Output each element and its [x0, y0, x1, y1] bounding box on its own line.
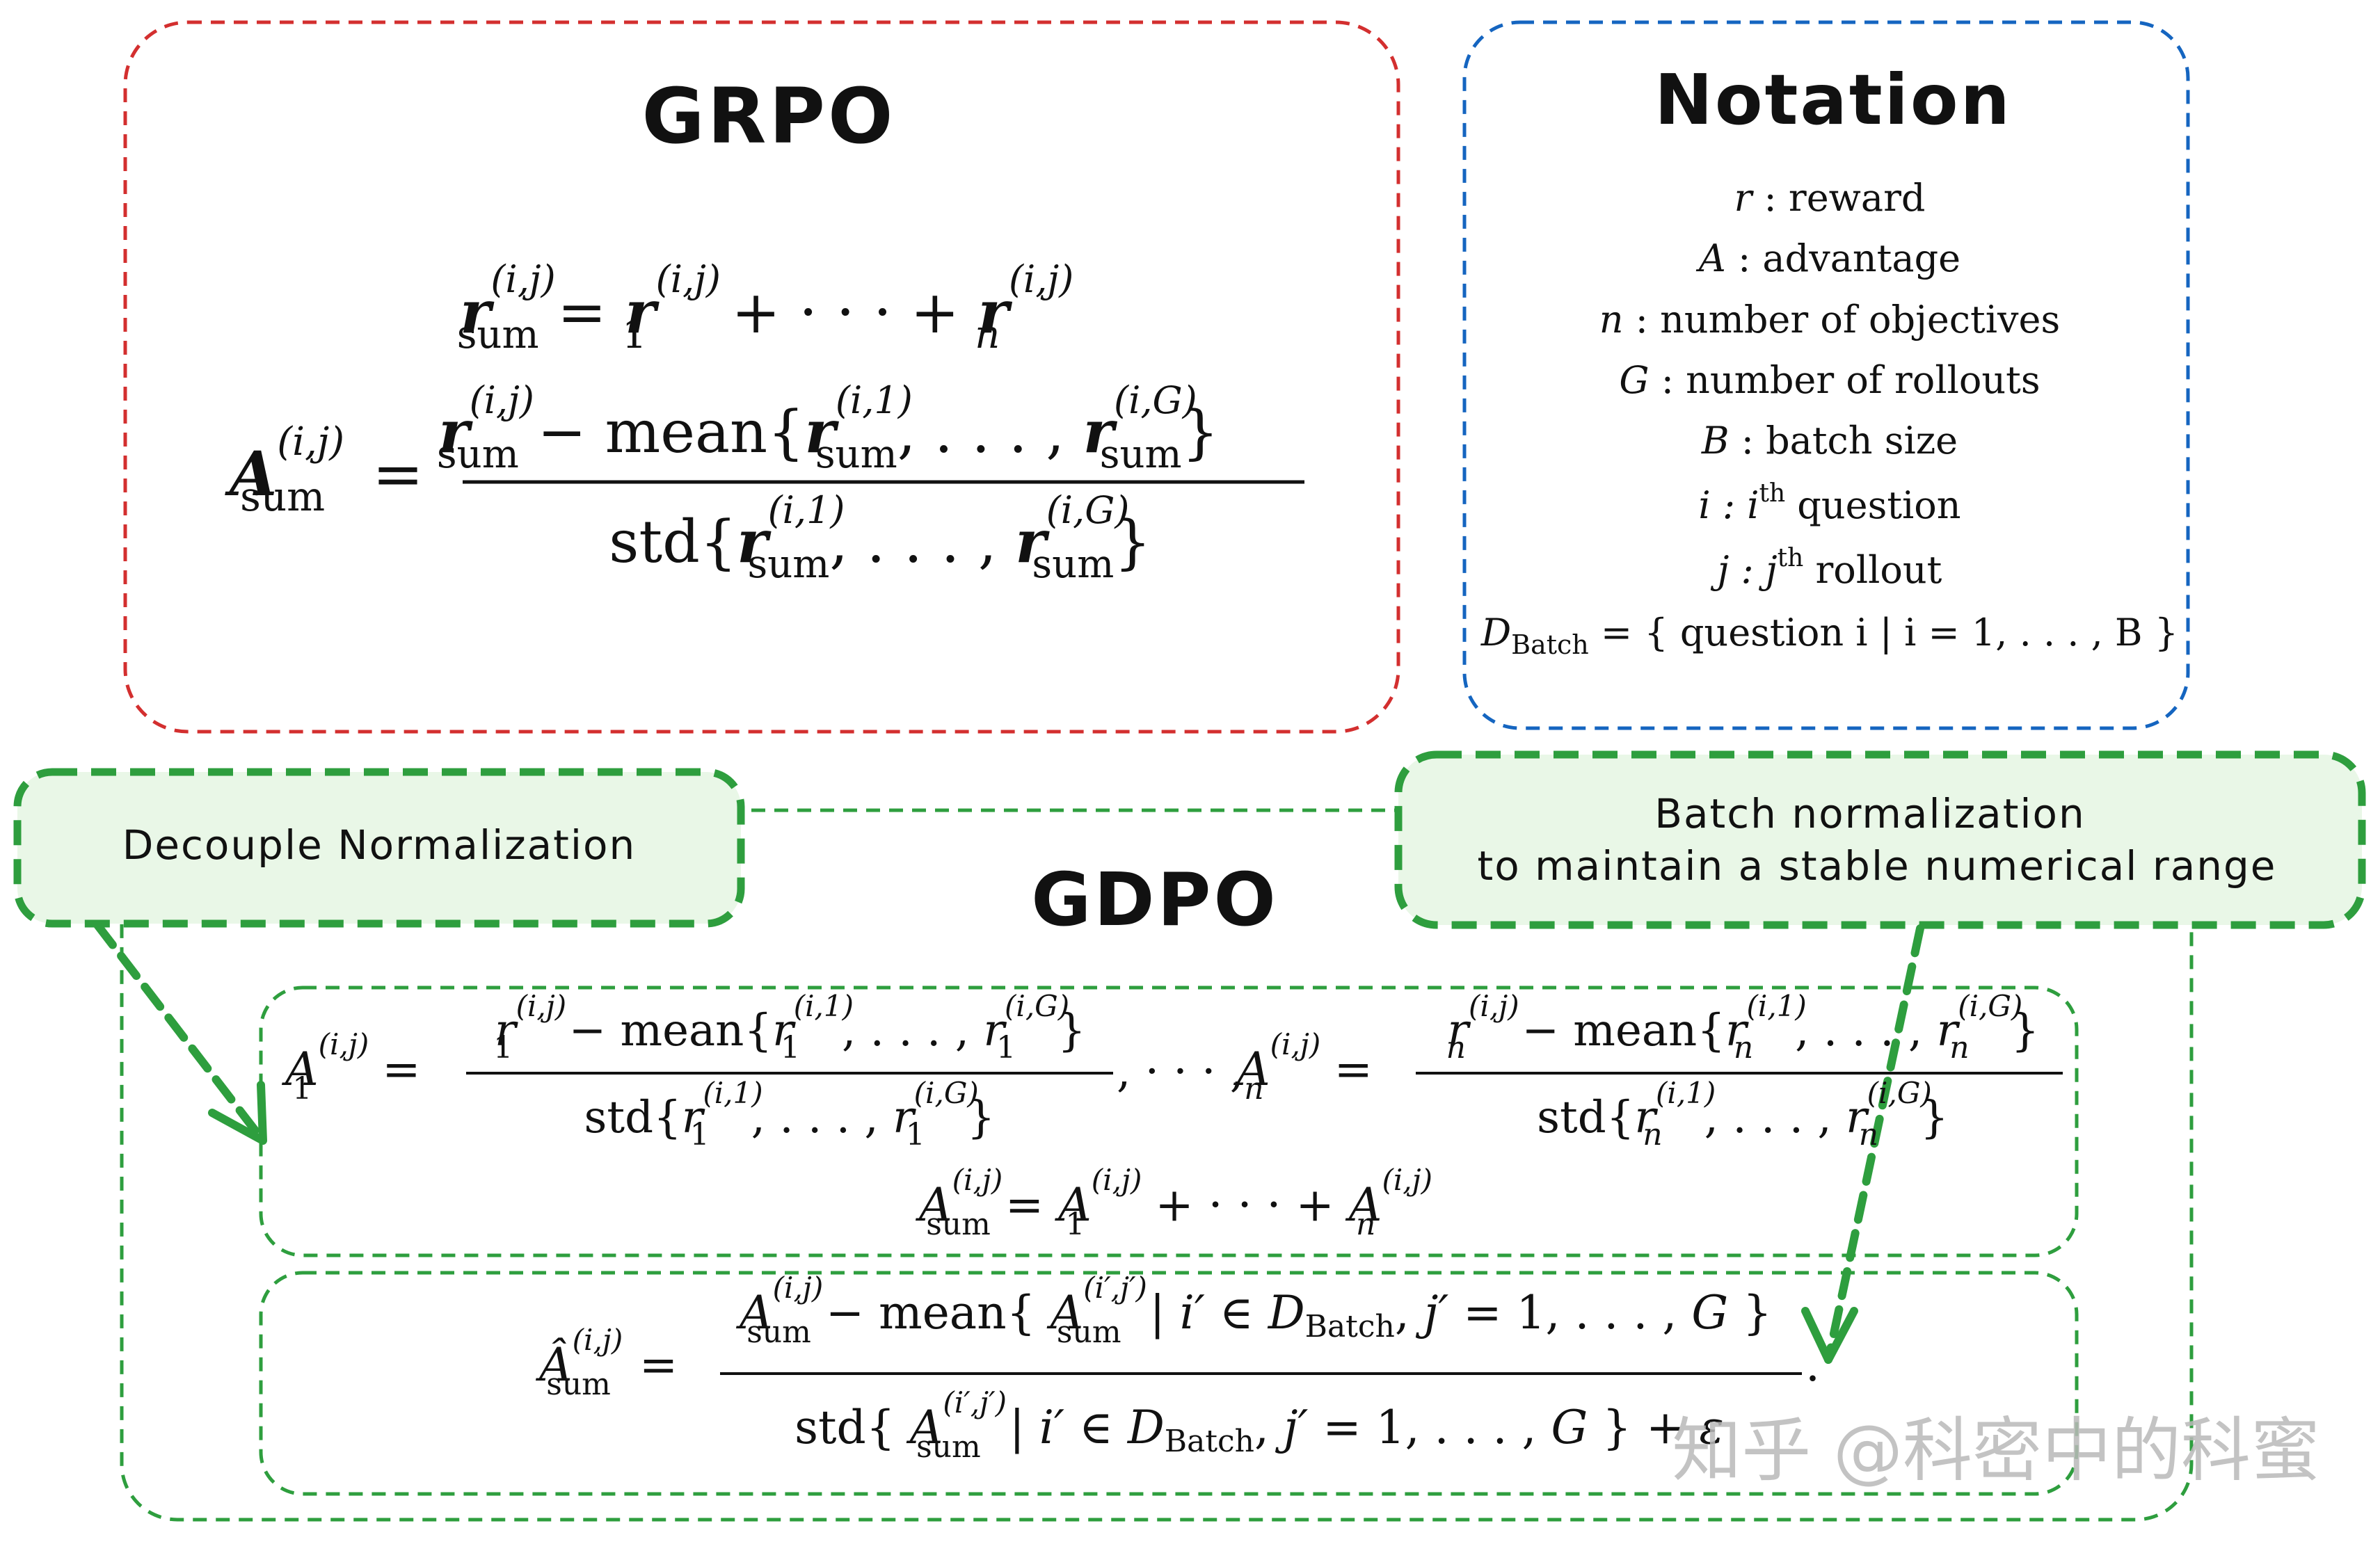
notation-symbol: A — [1695, 236, 1726, 280]
callout-left-label: Decouple Normalization — [122, 821, 637, 869]
notation-sup: th — [1759, 479, 1785, 508]
grpo-eq-advantage-numerator: r(i,j)sum − mean{r(i,1)sum, . . . , r(i,… — [437, 378, 1219, 477]
notation-title: Notation — [1654, 59, 2012, 140]
notation-item: G : number of rollouts — [1619, 358, 2040, 402]
gdpo-eq-hat-denominator: std{ A(i′,j′)sum | i′ ∈ DBatch, j′ = 1, … — [794, 1385, 1724, 1465]
notation-item: B : batch size — [1701, 419, 1958, 463]
grpo-eq-advantage-denominator: std{r(i,1)sum, . . . , r(i,G)sum} — [609, 488, 1151, 587]
gdpo-eq-an-numerator: r(i,j)n − mean{r(i,1)n, . . . , r(i,G)n} — [1446, 989, 2040, 1065]
notation-symbol: n — [1599, 298, 1624, 341]
dbatch-symbol: D — [1480, 611, 1511, 654]
notation-desc: : number of objectives — [1624, 298, 2061, 341]
gdpo-eq-a1-numerator: r(i,j)1 − mean{r(i,1)1, . . . , r(i,G)1} — [493, 989, 1086, 1065]
notation-item: i : ith question — [1698, 479, 1960, 527]
gdpo-title: GDPO — [1031, 858, 1279, 942]
notation-symbol: j — [1711, 548, 1730, 592]
callout-right-box — [1394, 750, 2366, 929]
notation-item: r : reward — [1734, 176, 1926, 220]
arrow-left — [93, 921, 267, 1145]
notation-item: j : jth rollout — [1711, 544, 1942, 592]
dbatch-rest: = { question i | i = 1, . . . , B } — [1589, 611, 2178, 654]
arrow-right — [1801, 924, 1924, 1364]
notation-desc: rollout — [1803, 548, 1942, 592]
gdpo-eq-an-denominator: std{r(i,1)n, . . . , r(i,G)n} — [1537, 1076, 1949, 1152]
callout-right-line1: Batch normalization — [1654, 790, 2086, 837]
grpo-box — [123, 20, 1400, 734]
callout-left-box — [13, 768, 745, 928]
notation-mid: : j — [1729, 548, 1777, 592]
notation-desc: : reward — [1752, 176, 1925, 220]
gdpo-eq-sum: A(i,j)sum = A(i,j)1 + · · · + A(i,j)n — [915, 1163, 1432, 1242]
notation-desc: : batch size — [1730, 419, 1958, 463]
notation-symbol: B — [1701, 419, 1730, 463]
grpo-title: GRPO — [641, 72, 895, 161]
notation-symbol: r — [1734, 176, 1755, 220]
notation-item: n : number of objectives — [1599, 298, 2060, 341]
notation-symbol: i — [1698, 483, 1710, 527]
watermark: 知乎 @科密中的科蜜 — [1672, 1410, 2320, 1491]
callout-right-line2: to maintain a stable numerical range — [1478, 842, 2277, 890]
grpo-eq-advantage-lhs: A(i,j)sum = — [225, 419, 424, 520]
notation-item: A : advantage — [1695, 236, 1960, 280]
notation-box — [1462, 20, 2190, 730]
notation-mid: : i — [1711, 483, 1759, 527]
gdpo-batch-box — [259, 1271, 2079, 1496]
notation-dbatch: DBatch = { question i | i = 1, . . . , B… — [1480, 611, 2178, 660]
gdpo-eq-separator: , · · · , — [1117, 1046, 1244, 1097]
gdpo-eq-hat-trail: . — [1805, 1338, 1820, 1392]
notation-desc: : number of rollouts — [1650, 358, 2040, 402]
gdpo-eq-an-lhs: A(i,j)n = — [1233, 1027, 1373, 1107]
gdpo-eq-a1-lhs: A(i,j)1 = — [281, 1027, 421, 1107]
dbatch-sub: Batch — [1511, 629, 1589, 660]
notation-desc: question — [1785, 483, 1960, 527]
gdpo-eq-hat-numerator: A(i,j)sum − mean{ A(i′,j′)sum | i′ ∈ DBa… — [735, 1271, 1772, 1350]
notation-desc: : advantage — [1726, 236, 1960, 280]
gdpo-eq-a1-denominator: std{r(i,1)1, . . . , r(i,G)1} — [584, 1076, 996, 1152]
gdpo-eq-hat-lhs: Â(i,j)sum = — [535, 1323, 678, 1402]
notation-symbol: G — [1619, 358, 1649, 402]
notation-sup: th — [1778, 544, 1804, 572]
grpo-eq-reward-sum: r(i,j)sum = r(i,j)1 + · · · + r(i,j)n — [457, 257, 1074, 357]
gdpo-box — [120, 808, 2194, 1522]
